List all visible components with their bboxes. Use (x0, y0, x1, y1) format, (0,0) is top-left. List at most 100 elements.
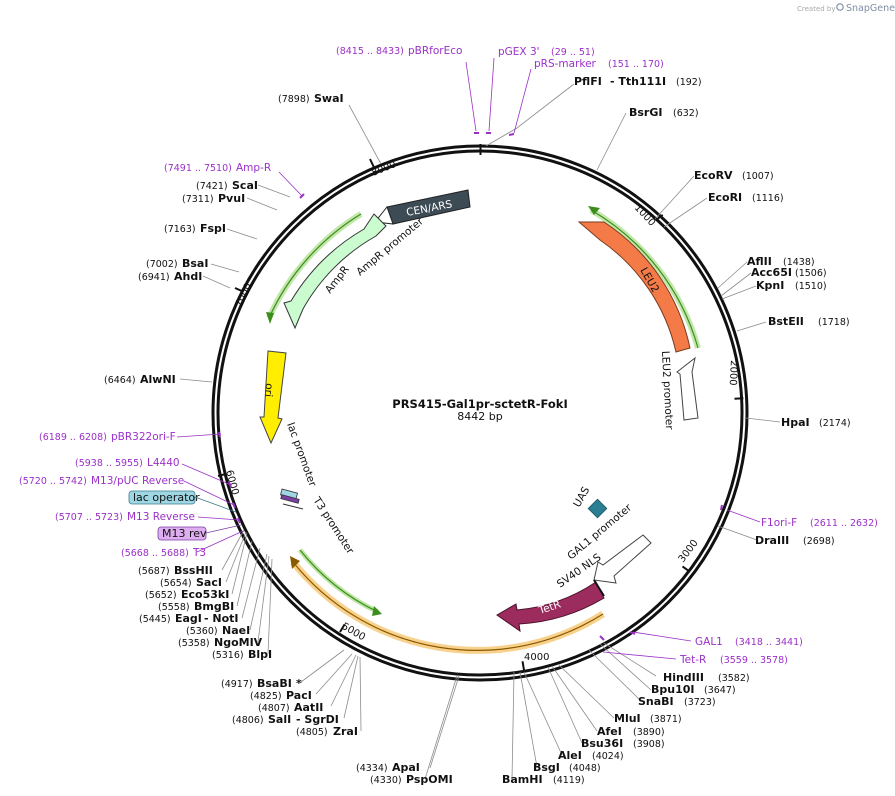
lac-promoter-label: lac promoter (284, 421, 318, 489)
tick-label-8000: 8000 (370, 159, 398, 179)
tick-3000 (681, 565, 691, 573)
uas-feature[interactable]: UAS (571, 485, 608, 519)
site-name-alei: AleI (558, 749, 582, 762)
tetr-feature[interactable]: TetR (496, 579, 605, 633)
t3-promoter-label: T3 promoter (310, 494, 356, 557)
tetr-band-arrow-icon (372, 606, 382, 616)
tick-5000 (339, 623, 346, 633)
ori-label: ori (262, 383, 275, 398)
site-pos-snabi: (3723) (684, 697, 716, 708)
site-pos-naei: (5360) (186, 626, 218, 637)
site-pos-ecorv: (1007) (742, 171, 774, 182)
primer-range-prs-marker: (151 .. 170) (608, 59, 664, 70)
site-name-ecorv: EcoRV (694, 169, 733, 182)
site-name-bmgbi: BmgBI (194, 600, 234, 613)
site-pos-eco53ki: (5652) (145, 590, 177, 601)
m13-rev-tag-label: M13 rev (162, 527, 207, 540)
primer-name-prs-marker: pRS-marker (534, 58, 597, 70)
site-name-bsrgi: BsrGI (629, 106, 662, 119)
site-name-eco53ki: Eco53kI (181, 588, 229, 601)
site-pos-hindiii: (3582) (718, 673, 750, 684)
site-name-bsabi: BsaBI (257, 677, 292, 690)
site-labels: PflFI - Tth111I (192) BsrGI (632) EcoRV … (104, 75, 851, 786)
site-pos-paci: (4825) (250, 691, 282, 702)
primer-name-pbr322ori-f: pBR322ori-F (111, 431, 176, 443)
primer-marks (218, 132, 723, 641)
site-pos-acc65i: (1506) (795, 268, 827, 279)
site-name-zrai: ZraI (333, 725, 358, 738)
site-pos-apai: (4334) (356, 763, 388, 774)
tick-8000 (369, 158, 375, 168)
site-name-paci: PacI (286, 689, 312, 702)
primer-name-tet-r: Tet-R (679, 654, 706, 666)
site-name-bsshii: BssHII (174, 564, 213, 577)
leu2-band-arrow-icon (588, 206, 600, 215)
ori-feature[interactable]: ori (259, 350, 287, 445)
site-name-aatii: AatII (294, 701, 323, 714)
ampr-green-band (266, 211, 363, 320)
site-name-afei: AfeI (597, 725, 622, 738)
site-name-blpi: BlpI (248, 648, 272, 661)
site-pos-alei: (4024) (592, 751, 624, 762)
watermark-created-by: Created by (797, 5, 836, 13)
primer-name-t3: T3 (192, 547, 206, 559)
gal1-promoter-feature[interactable]: GAL1 promoter SV40 NLS (555, 501, 652, 590)
site-pos-pvui: (7311) (182, 194, 214, 205)
ampr-feature[interactable]: AmpR AmpR promoter (283, 213, 426, 330)
primer-range-t3: (5668 .. 5688) (121, 548, 189, 559)
tick-4000 (521, 661, 525, 671)
site-extra-sali: - SgrDI (296, 713, 339, 726)
m13-rev-tag[interactable]: M13 rev (157, 524, 242, 541)
site-pos-ngomiv: (5358) (178, 638, 210, 649)
tick-2000 (734, 397, 744, 400)
site-extra-eagi: - NotI (204, 612, 239, 625)
site-pos-bamhi: (4119) (553, 775, 585, 786)
primer-name-gal1: GAL1 (695, 636, 723, 648)
site-name-snabi: SnaBI (638, 695, 674, 708)
ampr-band-arrow-icon (266, 312, 274, 324)
site-pos-bsai: (7002) (146, 259, 178, 270)
site-name-bsteii: BstEII (768, 315, 804, 328)
site-pos-draiii: (2698) (803, 536, 835, 547)
site-name-bamhi: BamHI (502, 773, 543, 786)
orange-band-arrow-icon (290, 556, 300, 569)
site-name-alwni: AlwNI (140, 373, 176, 386)
site-pos-swai: (7898) (278, 94, 310, 105)
site-pos-pflfi: (192) (676, 77, 702, 88)
site-name-aflii: AflII (747, 255, 772, 268)
primer-range-m13puc-reverse: (5720 .. 5742) (19, 476, 87, 487)
leu2-promoter-feature[interactable]: LEU2 promoter (659, 351, 699, 431)
lac-operator-tag[interactable]: lac operator (128, 490, 237, 513)
ampr-promoter-label: AmpR promoter (354, 215, 426, 278)
primer-range-f1ori-f: (2611 .. 2632) (810, 518, 878, 529)
site-pos-kpni: (1510) (795, 281, 827, 292)
site-pos-saci: (5654) (160, 578, 192, 589)
primer-name-amp-r: Amp-R (236, 162, 271, 174)
site-pos-mlui: (3871) (650, 714, 682, 725)
plasmid-name: PRS415-Gal1pr-sctetR-FokI (392, 397, 567, 411)
site-name-eagi: EagI (175, 612, 202, 625)
cen-ars-feature[interactable]: CEN/ARS (374, 189, 471, 225)
primer-range-amp-r: (7491 .. 7510) (164, 163, 232, 174)
site-pos-bsrgi: (632) (673, 108, 699, 119)
site-pos-aflii: (1438) (783, 257, 815, 268)
lac-operator-tag-label: lac operator (133, 491, 200, 504)
site-pos-eagi: (5445) (139, 614, 171, 625)
primer-range-pbrforeco: (8415 .. 8433) (336, 46, 404, 57)
site-pos-bmgbi: (5558) (158, 602, 190, 613)
primer-name-l4440: L4440 (147, 457, 180, 469)
primer-name-m13puc-reverse: M13/pUC Reverse (91, 475, 184, 487)
site-name-acc65i: Acc65I (751, 266, 792, 279)
primer-range-pbr322ori-f: (6189 .. 6208) (39, 432, 107, 443)
plasmid-length: 8442 bp (457, 410, 502, 423)
site-pos-zrai: (4805) (296, 727, 328, 738)
site-extra-bsabi: * (296, 677, 302, 690)
site-name-ahdi: AhdI (174, 270, 202, 283)
site-name-ngomiv: NgoMIV (214, 636, 263, 649)
primer-name-pbrforeco: pBRforEco (408, 45, 462, 57)
site-pos-bsu36i: (3908) (633, 739, 665, 750)
primer-name-f1ori-f: F1ori-F (761, 517, 797, 529)
primer-name-m13-reverse: M13 Reverse (127, 511, 195, 523)
site-name-apai: ApaI (392, 761, 420, 774)
primer-range-gal1: (3418 .. 3441) (735, 637, 803, 648)
